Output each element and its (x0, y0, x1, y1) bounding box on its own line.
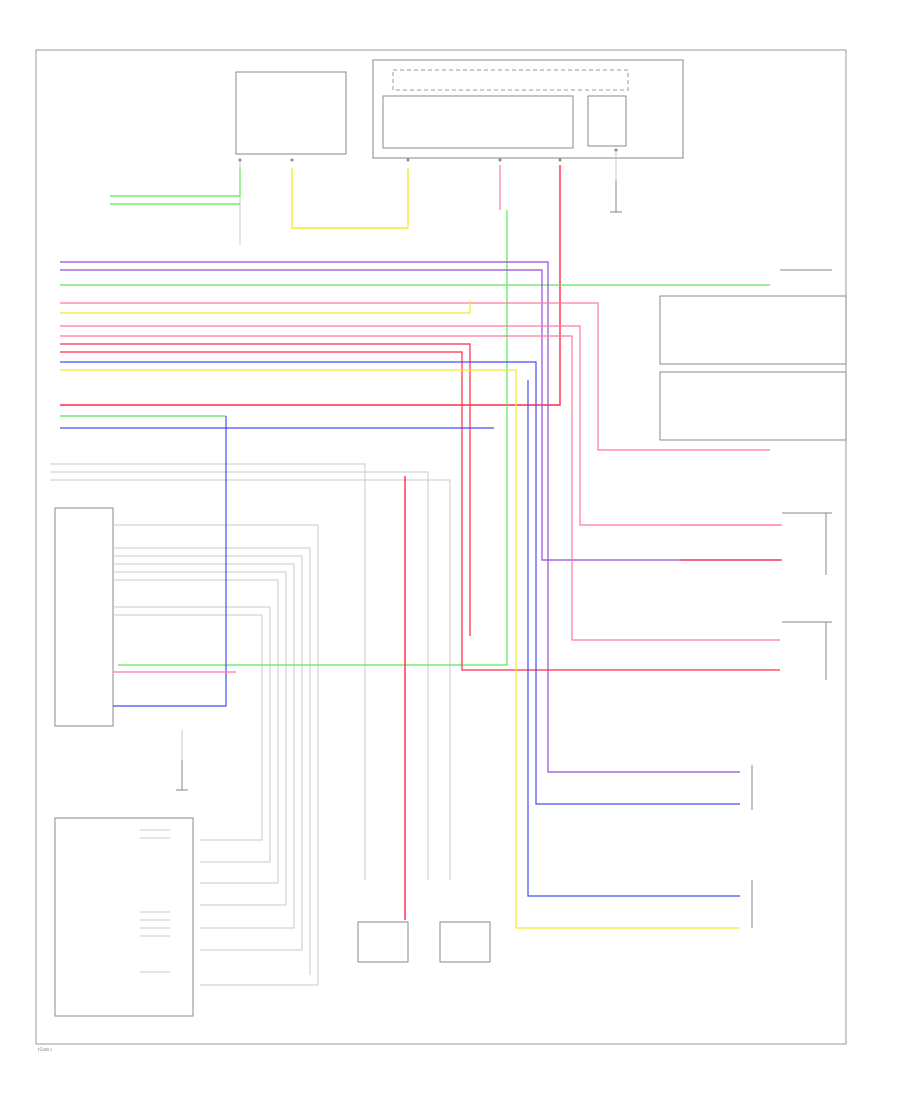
thin-wire-8 (113, 614, 263, 841)
relay-inner-top (382, 95, 574, 149)
wire-blue-3 (527, 380, 740, 897)
connector-dot-4 (498, 158, 502, 162)
front-passenger-seatbelt-switch-box (357, 921, 409, 963)
wire-red-3 (60, 351, 780, 671)
connector-dot-2 (290, 158, 294, 162)
wire-blue-srs (113, 416, 227, 707)
thin-wire-4 (113, 563, 295, 929)
connector-dot-3 (406, 158, 410, 162)
connector-dot-5 (558, 158, 562, 162)
thin-wire-1 (113, 524, 319, 986)
diagram-frame (35, 49, 847, 1045)
wire-pink-2 (60, 302, 770, 451)
connector-dot-6 (614, 148, 618, 152)
thin-wire-3 (113, 555, 303, 951)
wire-yellow-loop (291, 168, 409, 229)
thin-wire-2 (113, 547, 311, 975)
right-front-module-box (659, 371, 847, 441)
relay-outline-top (392, 69, 629, 91)
wire-yellow-2 (60, 300, 471, 314)
right-front-sensor-box (659, 295, 847, 365)
wire-green-top (110, 168, 241, 197)
wire-red-2 (60, 343, 471, 636)
relay-small-top (587, 95, 627, 147)
thin-wire-7 (113, 606, 271, 863)
driver-seatbelt-switch-box (439, 921, 491, 963)
fuse-block-left (235, 71, 347, 155)
connector-dot-1 (238, 158, 242, 162)
wire-purple-1 (60, 261, 740, 773)
footer-note: (Cont.) (38, 1047, 52, 1052)
thin-wire-11 (50, 479, 451, 880)
thin-wire-5 (113, 571, 287, 906)
wire-yellow-3 (60, 369, 740, 929)
thin-wire-9 (50, 463, 366, 880)
wire-pink-4 (60, 335, 780, 641)
srs-unit-box (54, 507, 114, 727)
wire-green-long (118, 210, 508, 666)
thin-wire-10 (50, 471, 429, 880)
wire-red-main (60, 165, 561, 406)
thin-wire-6 (113, 579, 279, 884)
wire-purple-2 (60, 269, 780, 561)
occupant-detection-module-box (54, 817, 194, 1017)
wire-blue-1 (60, 361, 740, 805)
